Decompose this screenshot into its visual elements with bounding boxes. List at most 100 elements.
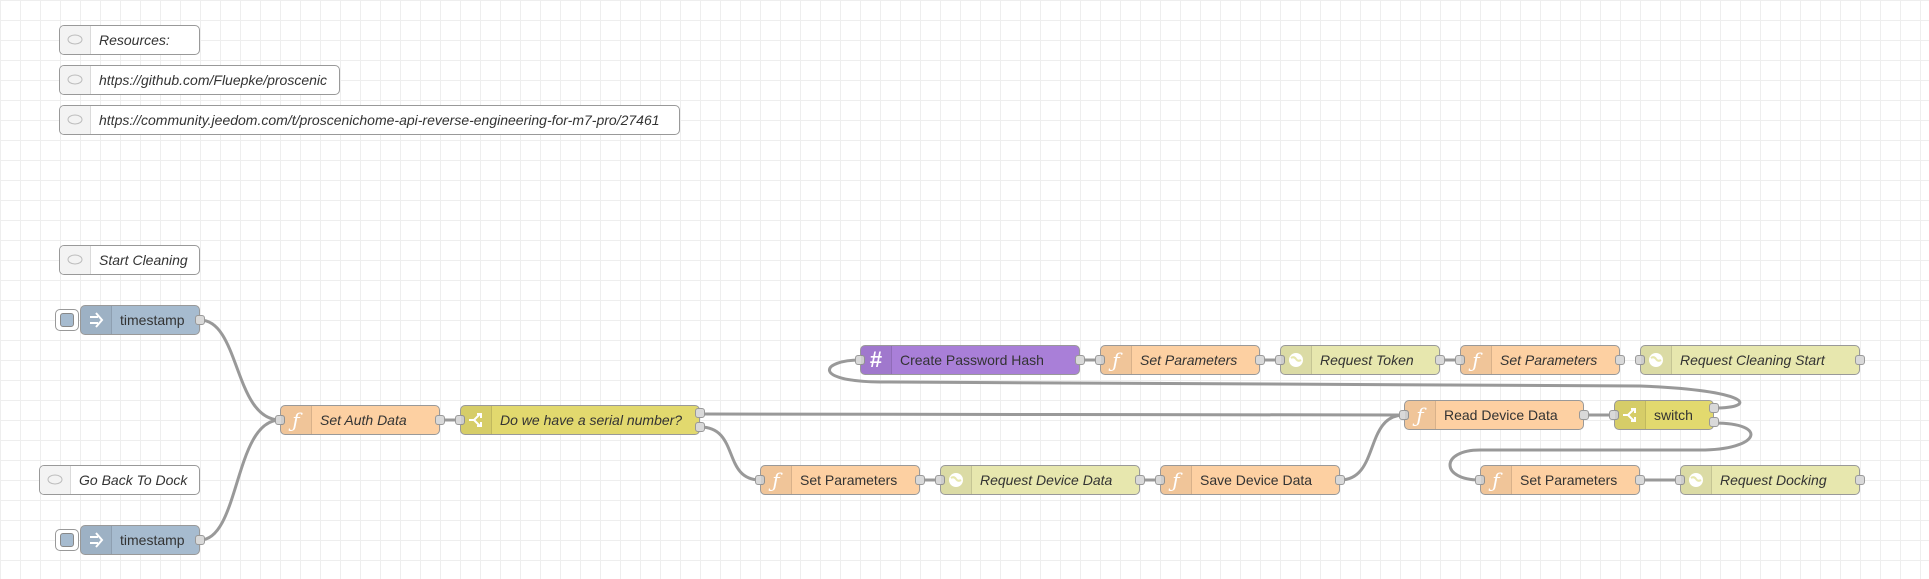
inject-trigger-button[interactable] (55, 309, 79, 331)
comment-label: https://github.com/Fluepke/proscenic (99, 72, 328, 88)
function-icon: ƒ (1481, 466, 1512, 494)
http-node-request-cleaning-start[interactable]: Request Cleaning Start (1635, 345, 1865, 375)
comment-label: https://community.jeedom.com/t/proscenic… (99, 112, 660, 128)
input-port[interactable] (1609, 410, 1619, 420)
output-port[interactable] (1075, 355, 1085, 365)
inject-node-timestamp[interactable]: timestamp (55, 525, 205, 555)
node-label: timestamp (120, 532, 185, 548)
comment-icon (60, 246, 91, 274)
function-icon: ƒ (1405, 401, 1436, 429)
output-port[interactable] (195, 535, 205, 545)
globe-icon (941, 466, 972, 494)
function-icon: ƒ (281, 406, 312, 434)
wire (1339, 413, 1405, 482)
comment-start-cleaning[interactable]: Start Cleaning (59, 245, 200, 275)
comment-label: Go Back To Dock (79, 472, 188, 488)
inject-node-timestamp[interactable]: timestamp (55, 305, 205, 335)
node-label: Set Parameters (1500, 352, 1598, 368)
function-icon: ƒ (761, 466, 792, 494)
input-port[interactable] (1455, 355, 1465, 365)
output-port[interactable] (695, 422, 705, 432)
hash-node-create-password-hash[interactable]: # Create Password Hash (855, 345, 1085, 375)
wire (1448, 421, 1753, 482)
comment-github-link[interactable]: https://github.com/Fluepke/proscenic (59, 65, 340, 95)
output-port[interactable] (1709, 403, 1719, 413)
output-port[interactable] (1255, 355, 1265, 365)
input-port[interactable] (455, 415, 465, 425)
comment-label: Start Cleaning (99, 252, 188, 268)
input-port[interactable] (1275, 355, 1285, 365)
comment-go-back-to-dock[interactable]: Go Back To Dock (39, 465, 200, 495)
input-port[interactable] (1155, 475, 1165, 485)
switch-icon (461, 406, 492, 434)
node-label: Request Token (1320, 352, 1414, 368)
node-label: Set Parameters (1140, 352, 1238, 368)
output-port[interactable] (1335, 475, 1345, 485)
input-port[interactable] (1635, 355, 1645, 365)
function-node-set-parameters[interactable]: ƒ Set Parameters (1455, 345, 1625, 375)
inject-trigger-button[interactable] (55, 529, 79, 551)
wire (699, 412, 1405, 417)
output-port[interactable] (1579, 410, 1589, 420)
node-label: timestamp (120, 312, 185, 328)
inject-arrow-icon (81, 306, 112, 334)
function-icon: ƒ (1101, 346, 1132, 374)
http-node-request-docking[interactable]: Request Docking (1675, 465, 1865, 495)
function-node-set-auth-data[interactable]: ƒ Set Auth Data (275, 405, 445, 435)
input-port[interactable] (855, 355, 865, 365)
output-port[interactable] (695, 408, 705, 418)
wire (199, 318, 281, 422)
switch-icon (1615, 401, 1646, 429)
comment-icon (60, 66, 91, 94)
node-label: Do we have a serial number? (500, 412, 683, 428)
input-port[interactable] (1675, 475, 1685, 485)
inject-arrow-icon (81, 526, 112, 554)
output-port[interactable] (1615, 355, 1625, 365)
node-label: Save Device Data (1200, 472, 1313, 488)
node-label: switch (1654, 407, 1693, 423)
input-port[interactable] (755, 475, 765, 485)
output-port[interactable] (1855, 355, 1865, 365)
globe-icon (1641, 346, 1672, 374)
output-port[interactable] (1135, 475, 1145, 485)
hash-icon: # (861, 346, 892, 374)
input-port[interactable] (1399, 410, 1409, 420)
function-node-save-device-data[interactable]: ƒ Save Device Data (1155, 465, 1345, 495)
node-label: Set Parameters (1520, 472, 1618, 488)
http-node-request-device-data[interactable]: Request Device Data (935, 465, 1145, 495)
function-node-set-parameters[interactable]: ƒ Set Parameters (1475, 465, 1645, 495)
switch-node-switch[interactable]: switch (1609, 400, 1719, 430)
output-port[interactable] (1435, 355, 1445, 365)
comment-icon (60, 26, 91, 54)
wire (828, 358, 1742, 410)
output-port[interactable] (1855, 475, 1865, 485)
output-port[interactable] (195, 315, 205, 325)
output-port[interactable] (1709, 417, 1719, 427)
function-node-set-parameters[interactable]: ƒ Set Parameters (755, 465, 925, 495)
output-port[interactable] (435, 415, 445, 425)
input-port[interactable] (935, 475, 945, 485)
input-port[interactable] (1475, 475, 1485, 485)
comment-jeedom-link[interactable]: https://community.jeedom.com/t/proscenic… (59, 105, 680, 135)
node-label: Request Cleaning Start (1680, 352, 1825, 368)
comment-resources[interactable]: Resources: (59, 25, 200, 55)
globe-icon (1281, 346, 1312, 374)
wire (199, 418, 281, 542)
globe-icon (1681, 466, 1712, 494)
node-label: Request Docking (1720, 472, 1827, 488)
node-label: Set Auth Data (320, 412, 407, 428)
function-node-read-device-data[interactable]: ƒ Read Device Data (1399, 400, 1589, 430)
comment-label: Resources: (99, 32, 170, 48)
wire (699, 425, 761, 482)
output-port[interactable] (1635, 475, 1645, 485)
node-label: Create Password Hash (900, 352, 1044, 368)
output-port[interactable] (915, 475, 925, 485)
node-label: Set Parameters (800, 472, 898, 488)
http-node-request-token[interactable]: Request Token (1275, 345, 1445, 375)
function-node-set-parameters[interactable]: ƒ Set Parameters (1095, 345, 1265, 375)
switch-node-serial-number[interactable]: Do we have a serial number? (455, 405, 705, 435)
function-icon: ƒ (1161, 466, 1192, 494)
input-port[interactable] (275, 415, 285, 425)
input-port[interactable] (1095, 355, 1105, 365)
